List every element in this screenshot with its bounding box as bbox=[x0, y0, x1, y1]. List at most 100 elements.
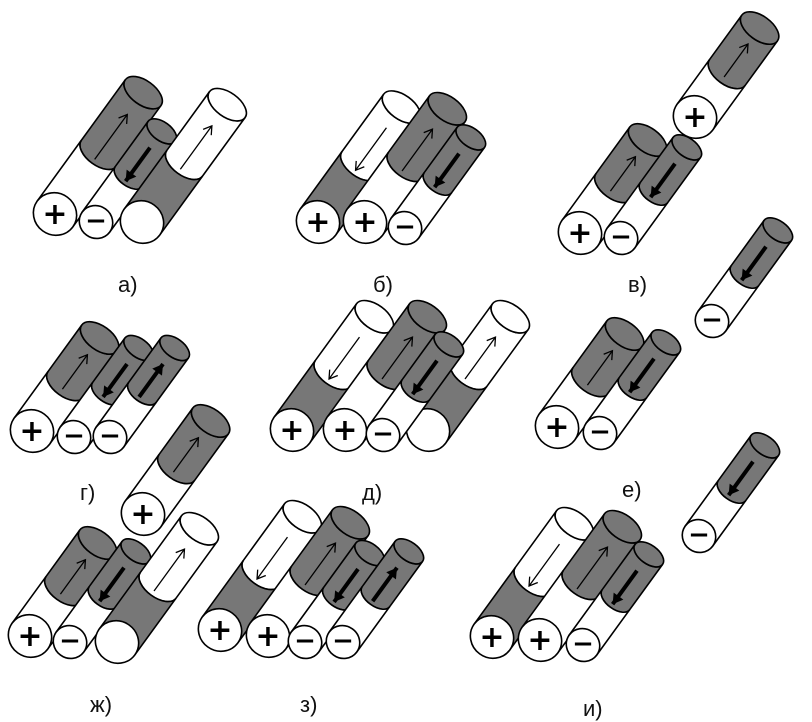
cylinder: − bbox=[681, 432, 781, 554]
current-arrow bbox=[124, 146, 152, 183]
cylinder: + bbox=[322, 299, 448, 453]
cylinder: − bbox=[52, 538, 152, 660]
terminal-sign: − bbox=[332, 626, 354, 656]
cylinder bbox=[119, 87, 248, 245]
current-arrow bbox=[94, 113, 129, 160]
terminal-sign: − bbox=[688, 520, 710, 550]
terminal-sign: + bbox=[544, 410, 569, 445]
panel-g: +−− bbox=[9, 320, 191, 455]
panel-zh: ++− bbox=[7, 403, 231, 665]
cylinder: + bbox=[342, 91, 468, 245]
current-arrow bbox=[649, 162, 677, 199]
panel-label-d: д) bbox=[362, 480, 382, 505]
terminal-sign: + bbox=[130, 497, 155, 532]
cylinders-layer: +−++−++−+−−++−−+−++−++−−−++− bbox=[7, 10, 794, 665]
panel-i: −++− bbox=[469, 432, 781, 663]
current-arrow bbox=[332, 567, 360, 604]
current-arrow bbox=[179, 124, 213, 170]
cylinder: + bbox=[120, 403, 231, 537]
terminal-sign: + bbox=[527, 623, 552, 658]
terminal-sign: − bbox=[572, 629, 594, 659]
terminal-sign: + bbox=[567, 216, 592, 251]
current-arrow bbox=[172, 436, 200, 473]
terminal-sign: + bbox=[279, 413, 304, 448]
cylinder: − bbox=[565, 541, 665, 663]
cylinder: − bbox=[56, 334, 155, 455]
cylinder: + bbox=[9, 320, 120, 454]
current-arrow bbox=[727, 460, 755, 497]
panel-v: ++− bbox=[557, 10, 780, 256]
panel-e: −+− bbox=[534, 217, 794, 451]
terminal-sign: − bbox=[589, 417, 611, 447]
current-arrow bbox=[611, 569, 639, 606]
cylinder bbox=[405, 299, 531, 453]
current-arrow bbox=[740, 245, 768, 282]
terminal-sign: + bbox=[352, 205, 377, 240]
cylinder: + bbox=[557, 122, 668, 256]
current-arrow bbox=[59, 558, 87, 595]
current-arrow bbox=[381, 336, 414, 380]
current-arrow bbox=[304, 542, 337, 586]
cylinder: + bbox=[672, 10, 780, 140]
terminal-sign: − bbox=[701, 305, 723, 335]
terminal-sign: + bbox=[19, 414, 44, 449]
current-arrow bbox=[98, 566, 126, 603]
current-arrow bbox=[628, 357, 656, 394]
cylinder: − bbox=[582, 329, 682, 451]
panel-label-e: е) bbox=[622, 477, 642, 502]
cylinder: + bbox=[32, 75, 164, 237]
current-arrow bbox=[328, 336, 361, 381]
terminal-sign: − bbox=[372, 419, 394, 449]
cylinder: + bbox=[517, 509, 643, 663]
current-arrow bbox=[464, 336, 497, 380]
current-arrow bbox=[411, 359, 439, 396]
cylinder bbox=[94, 511, 220, 665]
current-arrow bbox=[137, 362, 165, 399]
cylinder: − bbox=[387, 124, 487, 246]
current-arrow bbox=[401, 128, 434, 172]
panel-z: ++−− bbox=[197, 499, 425, 660]
current-arrow bbox=[371, 566, 399, 603]
current-arrow bbox=[354, 127, 387, 172]
terminal-sign: − bbox=[394, 212, 416, 242]
current-arrow bbox=[153, 548, 186, 592]
current-arrow bbox=[256, 536, 289, 581]
current-arrow bbox=[576, 546, 609, 590]
cylinder: − bbox=[92, 334, 191, 455]
terminal-sign: − bbox=[85, 206, 107, 236]
cylinder: − bbox=[603, 134, 703, 256]
terminal-sign: − bbox=[610, 222, 632, 252]
terminal-sign: − bbox=[99, 421, 121, 451]
terminal-sign: − bbox=[59, 626, 81, 656]
panel-d: ++− bbox=[269, 299, 531, 453]
panel-label-z: з) bbox=[300, 692, 317, 717]
terminal-sign: + bbox=[682, 100, 707, 135]
cylinder: + bbox=[534, 316, 645, 450]
panel-a: +− bbox=[32, 75, 248, 245]
current-arrow bbox=[528, 543, 561, 588]
cylinder: + bbox=[197, 499, 323, 653]
panel-label-zh: ж) bbox=[90, 692, 112, 717]
terminal-sign: + bbox=[255, 619, 280, 654]
terminal-sign: + bbox=[207, 613, 232, 648]
terminal-sign: − bbox=[63, 421, 85, 451]
cylinder: − bbox=[78, 118, 178, 240]
panel-labels: а) б) в) г) д) е) ж) з) и) bbox=[80, 272, 647, 721]
cylinder: + bbox=[469, 506, 595, 660]
cylinder: + bbox=[245, 505, 371, 659]
terminal-sign: + bbox=[479, 620, 504, 655]
current-arrow bbox=[61, 353, 89, 390]
terminal-sign: − bbox=[294, 626, 316, 656]
panel-label-i: и) bbox=[583, 696, 603, 721]
cylinder: − bbox=[325, 538, 425, 660]
terminal-sign: + bbox=[42, 197, 67, 232]
cylinder: + bbox=[269, 299, 395, 453]
panel-label-a: а) bbox=[118, 272, 138, 297]
terminal-sign: + bbox=[305, 205, 330, 240]
panel-label-g: г) bbox=[80, 480, 95, 505]
current-arrow bbox=[609, 155, 637, 192]
cylinder: + bbox=[7, 525, 118, 659]
current-arrow bbox=[723, 43, 749, 78]
panel-label-v: в) bbox=[628, 272, 647, 297]
